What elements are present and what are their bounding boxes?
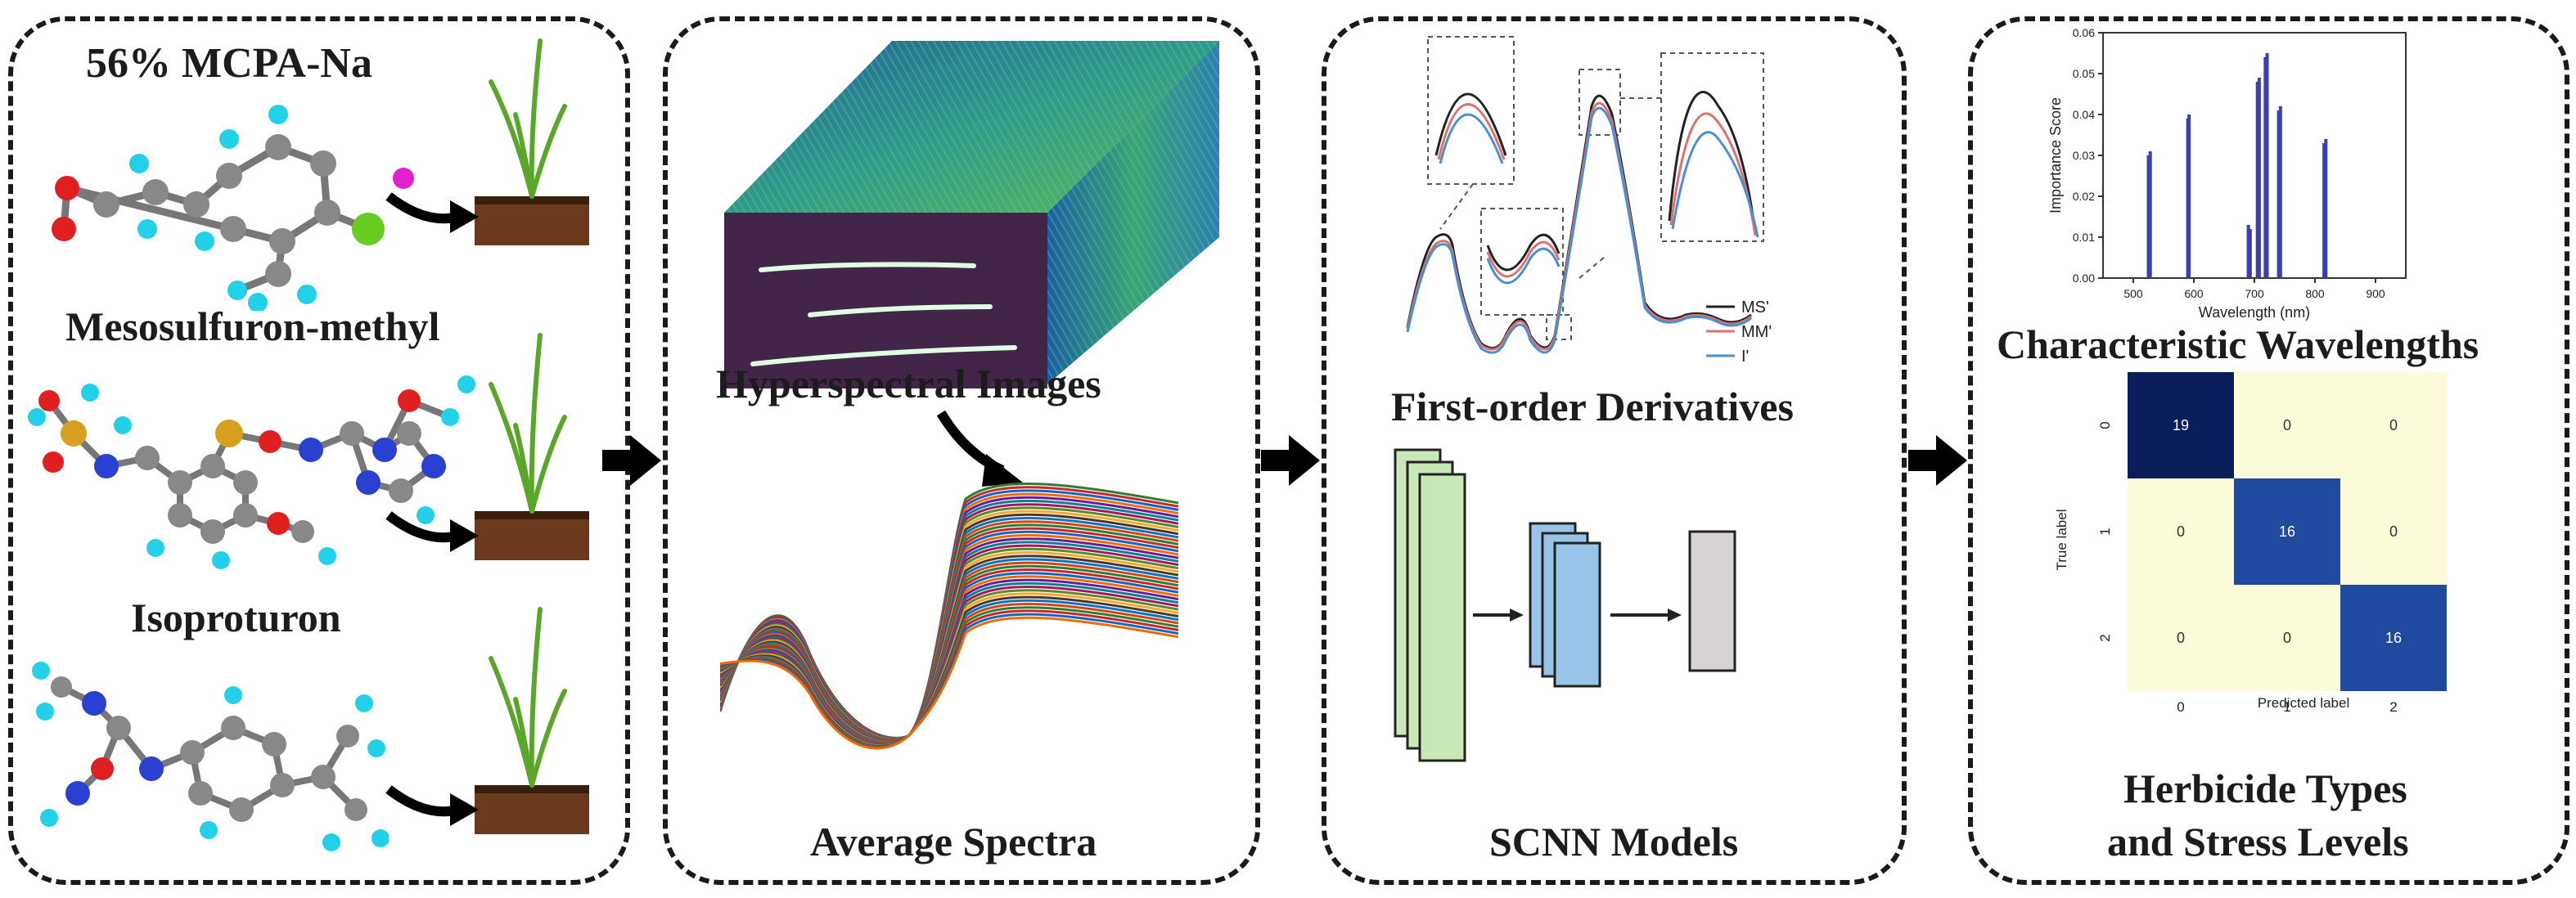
- derivative-plot: MS' MM' I': [1406, 36, 1772, 366]
- confusion-ylabel: True label: [2054, 510, 2069, 571]
- flow-arrow-2: [1261, 435, 1320, 486]
- confusion-x-tick: 1: [2283, 699, 2290, 715]
- importance-bar: [2322, 143, 2326, 278]
- importance-bar-chart: 0.00 0.01 0.02 0.03 0.04 0.05 0.06 500 600 700 80…: [2047, 26, 2407, 321]
- mcpa-label: 56% MCPA-Na: [86, 40, 372, 87]
- importance-bar: [2265, 53, 2269, 278]
- seedling-3: [475, 607, 589, 834]
- confusion-cell: [2128, 478, 2234, 585]
- confusion-cell-value: 0: [2177, 630, 2185, 646]
- hsi-to-spectra-arrow: [936, 410, 1023, 487]
- scnn-diagram: [1394, 448, 1736, 762]
- panel-derivatives: [1322, 16, 1907, 885]
- confusion-cell: [2340, 478, 2447, 585]
- confusion-cell-value: 16: [2385, 630, 2402, 646]
- sodium-atom: [393, 168, 414, 189]
- panel-results: [1968, 16, 2569, 885]
- y-tick-label: 0.06: [2073, 26, 2095, 39]
- confusion-cell-value: 0: [2389, 523, 2398, 540]
- importance-bar: [2146, 155, 2150, 278]
- herbicide-types-label: Herbicide Types: [2123, 766, 2407, 811]
- importance-bar: [2278, 106, 2282, 278]
- confusion-cell: [2340, 585, 2447, 691]
- confusion-cell: [2234, 585, 2340, 691]
- legend-mm: MM': [1741, 323, 1772, 341]
- confusion-y-tick: 1: [2097, 528, 2113, 535]
- stress-levels-label: and Stress Levels: [2107, 819, 2409, 864]
- legend-i: I': [1741, 348, 1749, 366]
- confusion-cell-value: 16: [2279, 523, 2295, 540]
- seedling-2: [475, 333, 589, 560]
- curved-arrow-1: [385, 192, 479, 233]
- importance-bar: [2187, 114, 2191, 278]
- confusion-cell: [2234, 478, 2340, 585]
- spectrum-line: [720, 616, 1179, 750]
- confusion-y-tick: 2: [2097, 634, 2113, 641]
- confusion-cell: [2128, 372, 2234, 478]
- first-order-derivatives-label: First-order Derivatives: [1391, 384, 1794, 429]
- panel-hyperspectral: [663, 16, 1260, 885]
- isoproturon-label: Isoproturon: [131, 595, 341, 640]
- confusion-xlabel: Predicted label: [2258, 695, 2349, 711]
- importance-bar: [2277, 110, 2281, 278]
- confusion-x-tick: 2: [2389, 699, 2397, 715]
- bar-chart-xlabel: Wavelength (nm): [2199, 304, 2310, 321]
- y-tick-label: 0.04: [2073, 108, 2095, 121]
- average-spectra-label: Average Spectra: [810, 819, 1097, 864]
- average-spectra-plot: [720, 483, 1179, 750]
- y-tick-label: 0.01: [2073, 231, 2095, 244]
- confusion-x-tick: 0: [2177, 699, 2184, 715]
- confusion-cell-value: 0: [2389, 417, 2398, 433]
- characteristic-wavelengths-label: Characteristic Wavelengths: [1997, 321, 2479, 367]
- importance-bar: [2248, 229, 2252, 278]
- x-tick-label: 900: [2366, 287, 2385, 300]
- flow-arrow-3: [1908, 435, 1967, 486]
- y-tick-label: 0.02: [2073, 190, 2095, 203]
- confusion-cell-value: 0: [2283, 417, 2291, 433]
- confusion-cell-value: 0: [2283, 630, 2291, 646]
- scnn-models-label: SCNN Models: [1489, 819, 1739, 864]
- confusion-matrix: 19 0 0 0 16 0 0 0 16 0 0 1 1 2 2 Predicted label True…: [2054, 372, 2447, 715]
- x-tick-label: 500: [2123, 287, 2143, 300]
- isoproturon-molecule: [32, 662, 389, 851]
- bar-chart-ylabel: Importance Score: [2047, 97, 2064, 213]
- curved-arrow-2: [385, 511, 479, 552]
- mcpa-molecule: [52, 105, 385, 311]
- x-tick-label: 700: [2245, 287, 2264, 300]
- x-tick-label: 800: [2305, 287, 2325, 300]
- importance-bar: [2255, 82, 2259, 278]
- y-tick-label: 0.00: [2073, 272, 2095, 285]
- mesosulfuron-label: Mesosulfuron-methyl: [65, 303, 440, 349]
- x-tick-label: 600: [2184, 287, 2204, 300]
- confusion-cell-value: 0: [2177, 523, 2185, 540]
- confusion-y-tick: 0: [2097, 421, 2113, 429]
- confusion-cell-value: 19: [2173, 417, 2189, 433]
- y-tick-label: 0.05: [2073, 67, 2095, 80]
- confusion-cell: [2340, 372, 2447, 478]
- importance-bar: [2148, 151, 2152, 278]
- seedling-1: [475, 38, 589, 245]
- importance-bar: [2263, 57, 2268, 278]
- confusion-cell: [2234, 372, 2340, 478]
- hyperspectral-cube: [724, 41, 1219, 388]
- importance-bar: [2257, 78, 2261, 278]
- y-tick-label: 0.03: [2073, 149, 2095, 162]
- flow-arrow-1: [602, 435, 661, 486]
- importance-bar: [2246, 225, 2250, 278]
- legend-ms: MS': [1741, 299, 1769, 317]
- hyperspectral-images-label: Hyperspectral Images: [716, 361, 1101, 406]
- curved-arrow-3: [385, 785, 479, 826]
- importance-bar: [2324, 139, 2328, 278]
- confusion-cell: [2128, 585, 2234, 691]
- mesosulfuron-molecule: [28, 375, 475, 569]
